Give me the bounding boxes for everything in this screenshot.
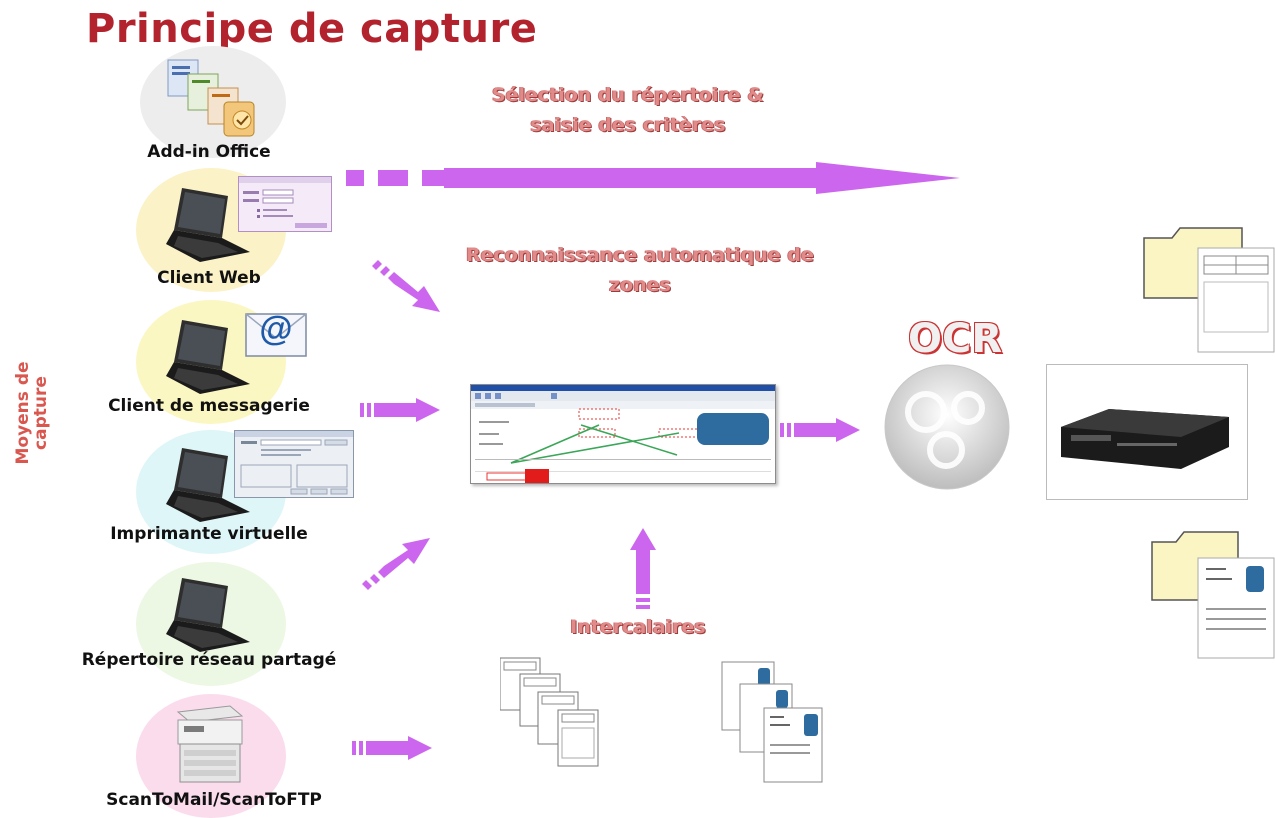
source-label-print: Imprimante virtuelle bbox=[110, 524, 308, 544]
output-folder-top bbox=[1142, 222, 1275, 354]
laptop-icon-mail bbox=[164, 318, 254, 396]
selection-arrow bbox=[346, 160, 966, 196]
arrow-doc-to-ocr bbox=[780, 418, 864, 442]
selection-label: Sélection du répertoire & saisie des cri… bbox=[492, 84, 764, 136]
source-label-office: Add-in Office bbox=[147, 142, 271, 162]
source-label-scan: ScanToMail/ScanToFTP bbox=[106, 790, 322, 810]
arrow-web-to-doc bbox=[370, 254, 444, 316]
laptop-icon-print bbox=[164, 446, 254, 524]
recognition-label: Reconnaissance automatique de zones bbox=[466, 244, 814, 296]
arrow-share-to-doc bbox=[360, 534, 434, 596]
scanner-icon bbox=[168, 698, 248, 784]
source-label-share: Répertoire réseau partagé bbox=[81, 650, 337, 670]
separators-label: Intercalaires bbox=[570, 616, 706, 638]
at-symbol: @ bbox=[259, 310, 293, 348]
laptop-icon-share bbox=[164, 576, 254, 654]
arrow-scan-to-separators bbox=[352, 736, 436, 760]
recognition-window bbox=[470, 384, 776, 484]
web-form-thumbnail bbox=[238, 176, 332, 232]
source-label-mail: Client de messagerie bbox=[108, 396, 310, 416]
office-icons bbox=[164, 58, 260, 140]
laptop-icon-web bbox=[164, 186, 254, 264]
capture-device-image bbox=[1046, 364, 1248, 500]
email-envelope-icon: @ bbox=[244, 310, 308, 360]
ocr-gear-icon bbox=[882, 362, 1012, 492]
invoice-sheets bbox=[720, 660, 832, 786]
print-dialog-thumbnail bbox=[234, 430, 354, 498]
ocr-label: OCR bbox=[908, 316, 1003, 362]
output-folder-bottom bbox=[1150, 528, 1275, 660]
arrow-mail-to-doc bbox=[360, 398, 444, 422]
page-title: Principe de capture bbox=[86, 6, 538, 52]
arrow-separators-up bbox=[630, 528, 656, 614]
side-label: Moyens de capture bbox=[13, 361, 51, 465]
separator-sheets bbox=[500, 656, 604, 768]
source-label-web: Client Web bbox=[157, 268, 261, 288]
